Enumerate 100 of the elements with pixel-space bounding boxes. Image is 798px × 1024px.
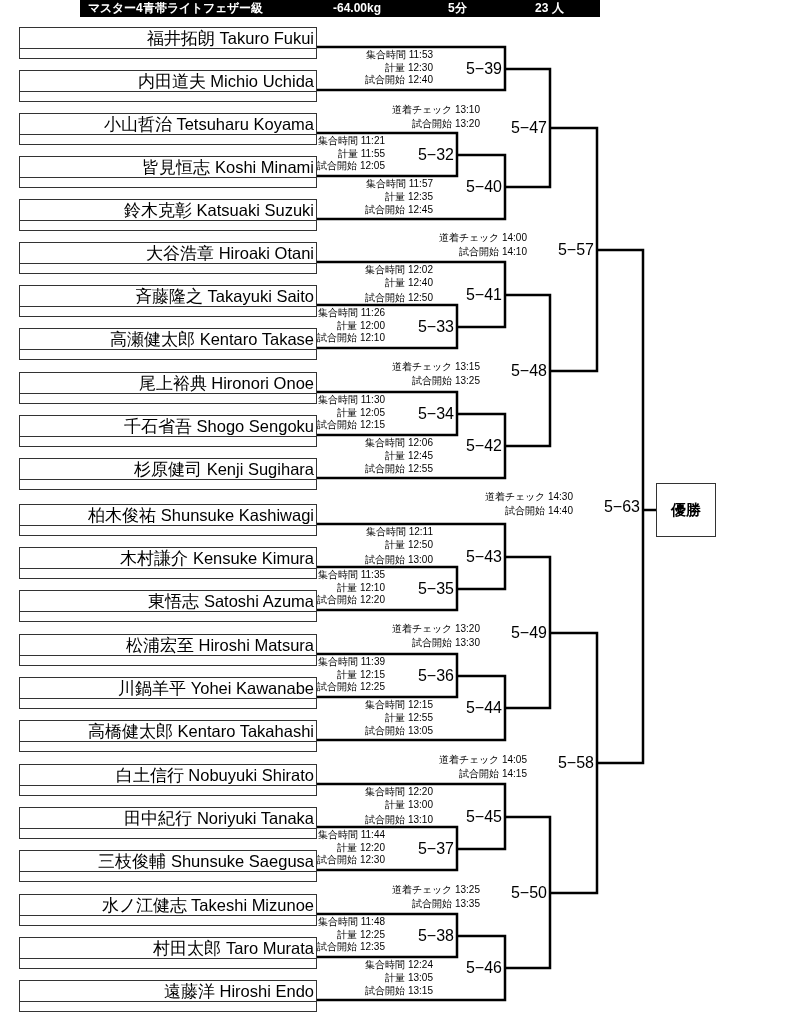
bracket-line [317, 782, 507, 817]
match-number: 5−49 [510, 623, 550, 643]
schedule-time: 試合開始 12:10 [317, 332, 385, 344]
schedule-time: 試合開始 12:50 [365, 292, 433, 304]
bracket-line [597, 248, 645, 507]
schedule-time: 道着チェック 13:15 [392, 361, 480, 373]
competitor-name: 村田太郎 Taro Murata [153, 938, 314, 958]
match-duration: 5分 [448, 0, 467, 17]
schedule-time: 試合開始 12:30 [317, 854, 385, 866]
bracket-line [317, 327, 459, 350]
bracket-line [457, 412, 507, 446]
bracket-line [317, 652, 459, 676]
schedule-time: 試合開始 12:35 [317, 941, 385, 953]
schedule-time: 計量 12:35 [385, 191, 433, 203]
schedule-time: 試合開始 12:55 [365, 463, 433, 475]
schedule-time: 計量 11:55 [337, 148, 385, 160]
competitor-box [19, 242, 317, 274]
competitor-name: 内田道夫 Michio Uchida [137, 71, 314, 91]
bracket-line [457, 557, 507, 591]
bracket-line [457, 295, 507, 329]
schedule-time: 集合時間 11:53 [365, 49, 433, 61]
schedule-time: 集合時間 12:20 [365, 786, 433, 798]
schedule-time: 集合時間 11:21 [317, 135, 385, 147]
competitor-name: 田中紀行 Noriyuki Tanaka [124, 808, 314, 828]
match-number: 5−32 [417, 145, 457, 165]
competitor-box [19, 937, 317, 969]
competitor-box [19, 415, 317, 447]
bracket-line [505, 555, 552, 633]
competitor-name: 福井拓朗 Takuro Fukui [146, 28, 314, 48]
schedule-time: 道着チェック 14:00 [439, 232, 527, 244]
schedule-time: 計量 12:00 [337, 320, 385, 332]
schedule-time: 道着チェック 13:25 [392, 884, 480, 896]
schedule-time: 道着チェック 13:10 [392, 104, 480, 116]
header-title: マスター4青帯ライトフェザー級 [88, 0, 263, 17]
bracket-line [317, 936, 459, 959]
bracket-line [505, 815, 552, 893]
match-number: 5−46 [465, 958, 505, 978]
schedule-time: 試合開始 13:05 [365, 725, 433, 737]
competitor-name: 東悟志 Satoshi Azuma [148, 591, 314, 611]
bracket-line [317, 522, 507, 557]
winner-box: 優勝 [656, 483, 716, 537]
competitor-box [19, 113, 317, 145]
match-number: 5−57 [557, 240, 597, 260]
bracket-line [457, 153, 507, 187]
competitor-name: 柏木俊祐 Shunsuke Kashiwagi [88, 505, 314, 525]
schedule-time: 計量 12:45 [385, 450, 433, 462]
schedule-time: 試合開始 13:10 [365, 814, 433, 826]
schedule-time: 試合開始 12:05 [317, 160, 385, 172]
competitor-box [19, 328, 317, 360]
competitor-name: 杉原健司 Kenji Sugihara [134, 459, 314, 479]
bracket-line [317, 676, 459, 699]
bracket-line [457, 674, 507, 708]
schedule-time: 計量 12:50 [385, 539, 433, 551]
bracket-line [317, 825, 459, 849]
weight-limit: -64.00kg [333, 0, 382, 17]
schedule-time: 計量 12:20 [337, 842, 385, 854]
schedule-time: 集合時間 11:26 [317, 307, 385, 319]
bracket-line [643, 508, 656, 512]
bracket-line [317, 69, 507, 92]
competitor-name: 水ノ江健志 Takeshi Mizunoe [101, 895, 314, 915]
match-number: 5−43 [465, 547, 505, 567]
bracket-line [597, 507, 645, 765]
bracket-line [317, 708, 507, 742]
bracket-line [317, 303, 459, 327]
schedule-time: 試合開始 13:30 [412, 637, 480, 649]
bracket-line [317, 414, 459, 437]
competitor-box [19, 590, 317, 622]
bracket-line [457, 817, 507, 851]
bracket-line [317, 589, 459, 612]
competitor-name: 遠藤洋 Hiroshi Endo [163, 981, 314, 1001]
match-number: 5−37 [417, 839, 457, 859]
bracket-line [505, 128, 552, 189]
schedule-time: 集合時間 12:11 [365, 526, 433, 538]
match-number: 5−63 [603, 497, 643, 517]
bracket-line [317, 968, 507, 1002]
competitor-box [19, 70, 317, 102]
match-number: 5−38 [417, 926, 457, 946]
competitor-box [19, 504, 317, 536]
schedule-time: 計量 12:10 [337, 582, 385, 594]
competitor-name: 斉藤隆之 Takayuki Saito [135, 286, 314, 306]
competitor-name: 川鍋羊平 Yohei Kawanabe [118, 678, 314, 698]
bracket-line [505, 633, 552, 710]
schedule-time: 道着チェック 13:20 [392, 623, 480, 635]
match-number: 5−48 [510, 361, 550, 381]
schedule-time: 試合開始 13:25 [412, 375, 480, 387]
competitor-box [19, 372, 317, 404]
competitor-box [19, 27, 317, 59]
competitor-box [19, 980, 317, 1012]
competitor-name: 鈴木克彰 Katsuaki Suzuki [124, 200, 314, 220]
schedule-time: 計量 12:15 [337, 669, 385, 681]
bracket-line [317, 849, 459, 872]
match-number: 5−36 [417, 666, 457, 686]
competitor-box [19, 634, 317, 666]
schedule-time: 計量 12:30 [385, 62, 433, 74]
schedule-time: 集合時間 11:57 [365, 178, 433, 190]
schedule-time: 計量 12:40 [385, 277, 433, 289]
schedule-time: 集合時間 11:48 [317, 916, 385, 928]
bracket-line [550, 763, 599, 895]
competitor-name: 白土信行 Nobuyuki Shirato [115, 765, 314, 785]
bracket-line [317, 131, 459, 155]
